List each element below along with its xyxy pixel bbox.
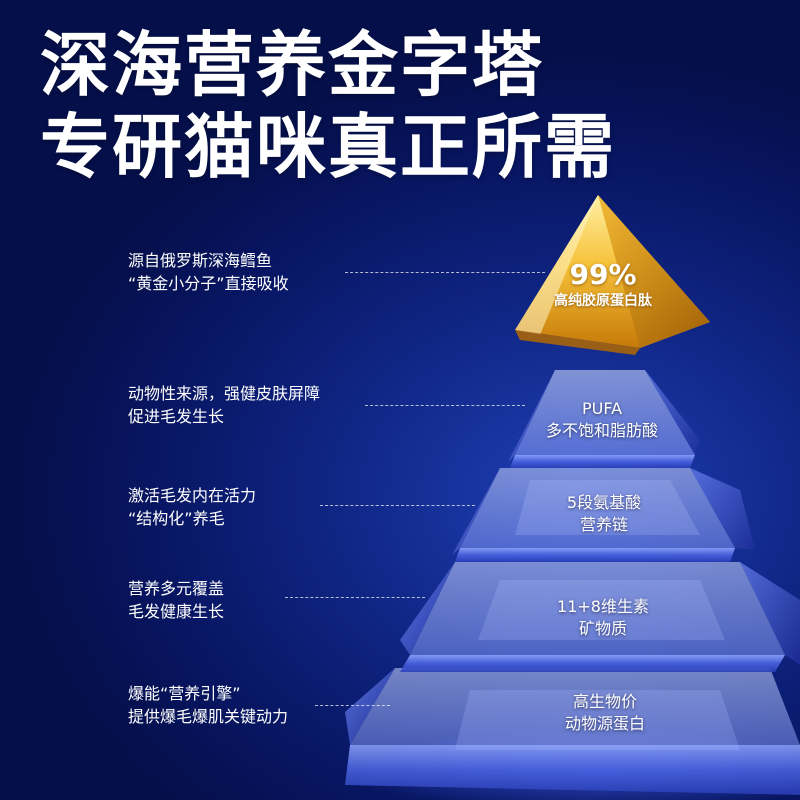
tier-4-value-sub: 矿物质 (578, 619, 628, 638)
pyramid-tier-3 (452, 468, 755, 562)
tier-2-value-sub: 多不饱和脂肪酸 (545, 421, 659, 440)
tier-5-label-line-2: 提供爆毛爆肌关键动力 (128, 707, 289, 726)
tier-1-value-main: 99% (569, 258, 637, 291)
tier-4-label-line-1: 营养多元覆盖 (128, 579, 225, 598)
headline-line-2: 专研猫咪真正所需 (40, 106, 616, 188)
tier-3-value: 5段氨基酸 营养链 (567, 492, 641, 536)
tier-3-label-line-2: “结构化”养毛 (128, 509, 225, 528)
tier-2-value-main: PUFA (581, 399, 623, 418)
tier-2-label-line-1: 动物性来源，强健皮肤屏障 (128, 384, 321, 403)
tier-1-label-line-2: “黄金小分子”直接吸收 (128, 274, 289, 293)
tier-2-value: PUFA 多不饱和脂肪酸 (546, 398, 658, 442)
leader-line-1 (345, 272, 545, 273)
tier-3-label-line-1: 激活毛发内在活力 (128, 486, 257, 505)
leader-line-5 (315, 705, 390, 706)
tier-1-label-line-1: 源自俄罗斯深海鳕鱼 (128, 251, 273, 270)
pyramid-tier-2 (508, 370, 700, 468)
tier-3-label: 激活毛发内在活力 “结构化”养毛 (128, 484, 256, 530)
tier-5-value-main: 高生物价 (572, 692, 638, 711)
tier-2-label-line-2: 促进毛发生长 (128, 407, 225, 426)
tier-1-value: 99% 高纯胶原蛋白肽 (554, 258, 652, 310)
tier-4-value: 11+8维生素 矿物质 (557, 596, 649, 640)
tier-3-value-sub: 营养链 (579, 515, 628, 534)
tier-3-value-main: 5段氨基酸 (566, 493, 642, 512)
tier-5-label-line-1: 爆能“营养引擎” (128, 684, 241, 703)
tier-4-label-line-2: 毛发健康生长 (128, 602, 225, 621)
tier-1-value-sub: 高纯胶原蛋白肽 (554, 293, 652, 309)
tier-5-value-sub: 动物源蛋白 (564, 714, 646, 733)
tier-4-label: 营养多元覆盖 毛发健康生长 (128, 577, 224, 623)
pyramid-tier-5 (345, 668, 800, 795)
tier-2-label: 动物性来源，强健皮肤屏障 促进毛发生长 (128, 382, 320, 428)
tier-4-value-main: 11+8维生素 (557, 597, 649, 616)
pyramid-tier-1-gold (515, 195, 710, 355)
leader-line-4 (285, 597, 425, 598)
leader-line-2 (365, 405, 525, 406)
headline-line-1: 深海营养金字塔 (40, 24, 544, 106)
tier-1-label: 源自俄罗斯深海鳕鱼 “黄金小分子”直接吸收 (128, 249, 289, 295)
tier-5-value: 高生物价 动物源蛋白 (565, 691, 645, 735)
pyramid-tier-4 (400, 562, 800, 672)
tier-5-label: 爆能“营养引擎” 提供爆毛爆肌关键动力 (128, 682, 288, 728)
leader-line-3 (320, 505, 475, 506)
